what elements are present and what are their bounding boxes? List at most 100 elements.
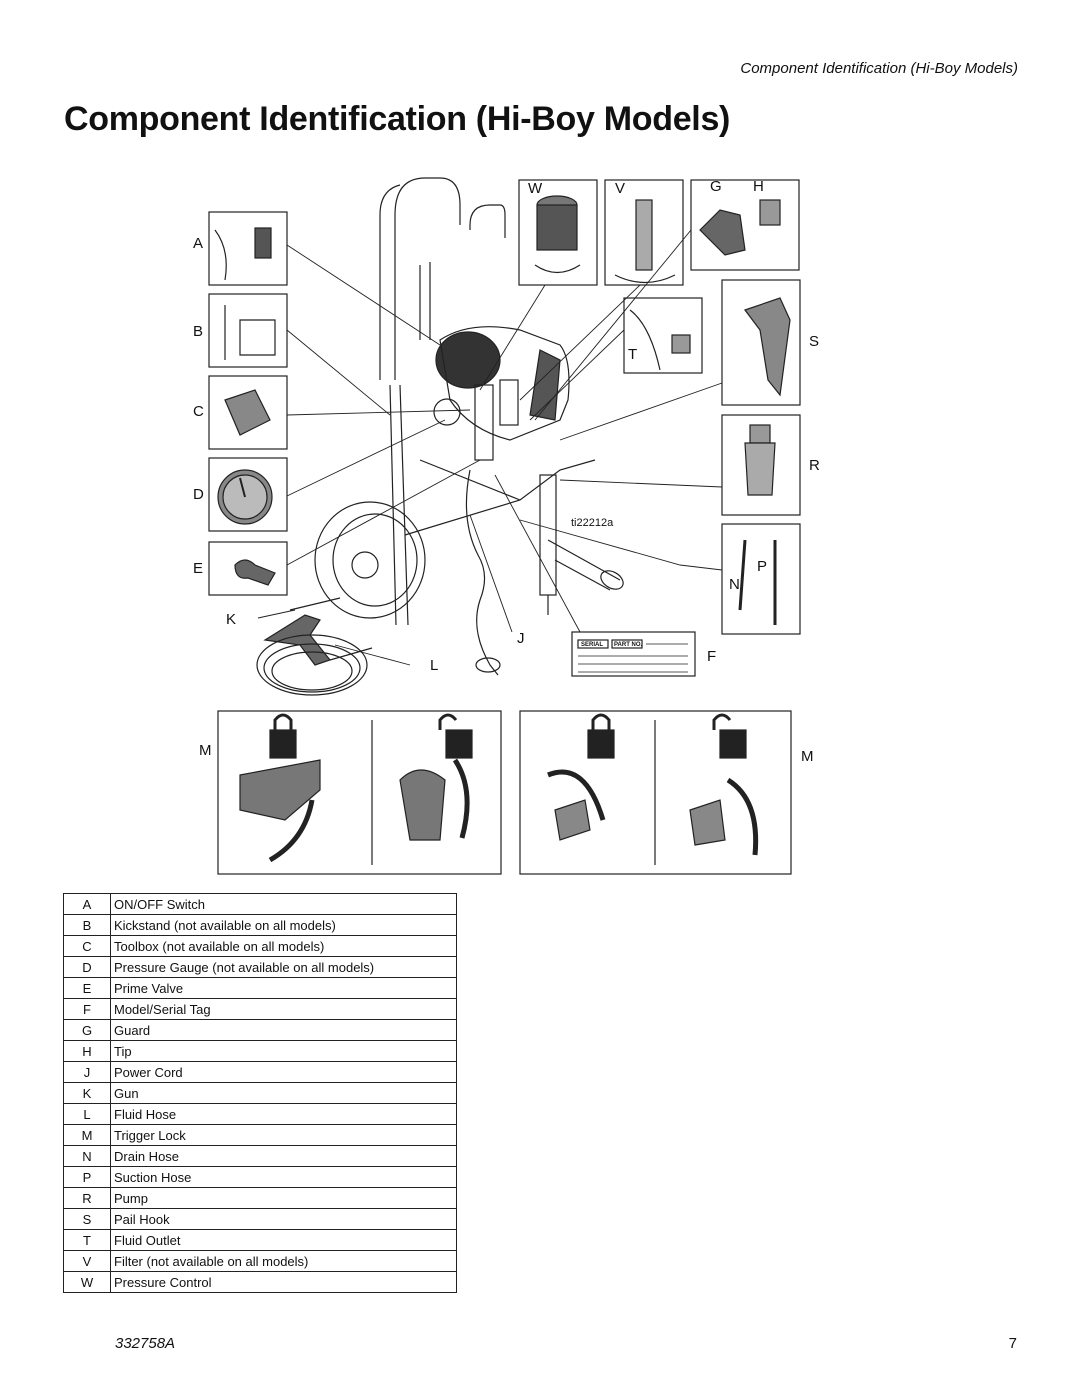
callout-d: D <box>193 486 204 503</box>
callout-g: G <box>710 178 722 195</box>
running-header: Component Identification (Hi-Boy Models) <box>740 60 1018 77</box>
legend-description: Trigger Lock <box>110 1124 457 1146</box>
trigger-lock-panel-left <box>217 710 502 875</box>
legend-description: Model/Serial Tag <box>110 998 457 1020</box>
legend-key: F <box>63 998 111 1020</box>
legend-key: T <box>63 1229 111 1251</box>
legend-key: R <box>63 1187 111 1209</box>
legend-key: A <box>63 893 111 915</box>
legend-description: Prime Valve <box>110 977 457 999</box>
legend-key: J <box>63 1061 111 1083</box>
legend-description: Fluid Outlet <box>110 1229 457 1251</box>
legend-description: ON/OFF Switch <box>110 893 457 915</box>
callout-w: W <box>528 180 543 197</box>
legend-key: K <box>63 1082 111 1104</box>
legend-key: V <box>63 1250 111 1272</box>
callout-e: E <box>193 560 203 577</box>
legend-description: Drain Hose <box>110 1145 457 1167</box>
callout-f: F <box>707 648 716 665</box>
legend-description: Pail Hook <box>110 1208 457 1230</box>
legend-description: Suction Hose <box>110 1166 457 1188</box>
callout-m-left: M <box>199 742 212 759</box>
legend-description: Guard <box>110 1019 457 1041</box>
inset-drain-suction-hose <box>721 523 801 635</box>
callout-l: L <box>430 657 438 674</box>
legend-key: E <box>63 977 111 999</box>
inset-pail-hook <box>721 279 801 406</box>
legend-description: Filter (not available on all models) <box>110 1250 457 1272</box>
page-title: Component Identification (Hi-Boy Models) <box>64 100 731 138</box>
callout-h: H <box>753 178 764 195</box>
inset-on-off-switch <box>208 211 288 286</box>
callout-c: C <box>193 403 204 420</box>
component-diagram: A B C D E K W V G H T S R N P J F L M M … <box>193 177 820 875</box>
inset-pump <box>721 414 801 516</box>
legend-key: W <box>63 1271 111 1293</box>
legend-description: Pump <box>110 1187 457 1209</box>
tag-part-no-label: PART NO. <box>614 642 643 648</box>
tag-serial-label: SERIAL <box>581 642 603 648</box>
legend-description: Pressure Control <box>110 1271 457 1293</box>
legend-description: Fluid Hose <box>110 1103 457 1125</box>
callout-b: B <box>193 323 203 340</box>
callout-t: T <box>628 346 637 363</box>
legend-key: G <box>63 1019 111 1041</box>
legend-description: Tip <box>110 1040 457 1062</box>
figure-id: ti22212a <box>571 517 614 529</box>
inset-filter <box>604 179 684 286</box>
inset-pressure-control <box>518 179 598 286</box>
legend-description: Toolbox (not available on all models) <box>110 935 457 957</box>
legend-key: D <box>63 956 111 978</box>
legend-key: H <box>63 1040 111 1062</box>
leader-lines <box>257 229 723 666</box>
legend-key: L <box>63 1103 111 1125</box>
legend-description: Power Cord <box>110 1061 457 1083</box>
inset-pressure-gauge <box>208 457 288 532</box>
legend-description: Gun <box>110 1082 457 1104</box>
callout-m-right: M <box>801 748 814 765</box>
callout-s: S <box>809 333 819 350</box>
inset-prime-valve <box>208 541 288 596</box>
inset-fluid-outlet <box>623 297 703 374</box>
page-number: 7 <box>1008 1335 1017 1352</box>
callout-r: R <box>809 457 820 474</box>
model-serial-tag <box>571 631 696 677</box>
document-number: 332758A <box>115 1335 176 1352</box>
callout-v: V <box>615 180 625 197</box>
legend-key: P <box>63 1166 111 1188</box>
callout-n: N <box>729 576 740 593</box>
sprayer-illustration <box>256 177 624 696</box>
callout-p: P <box>757 558 767 575</box>
legend-description: Pressure Gauge (not available on all mod… <box>110 956 457 978</box>
callout-j: J <box>517 630 525 647</box>
legend-key: C <box>63 935 111 957</box>
inset-toolbox <box>208 375 288 450</box>
legend-key: S <box>63 1208 111 1230</box>
legend-key: M <box>63 1124 111 1146</box>
callout-k: K <box>226 611 236 628</box>
legend-key: B <box>63 914 111 936</box>
trigger-lock-panel-right <box>519 710 792 875</box>
legend-key: N <box>63 1145 111 1167</box>
inset-kickstand <box>208 293 288 368</box>
